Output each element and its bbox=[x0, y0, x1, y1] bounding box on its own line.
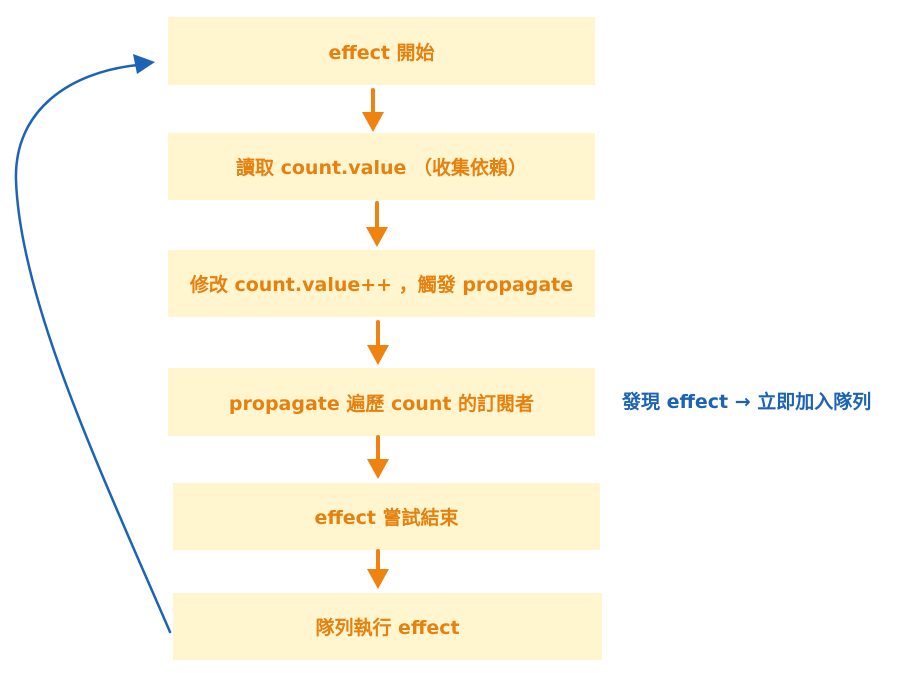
arrow-down-4 bbox=[367, 435, 389, 479]
step-label: effect 嘗試結束 bbox=[314, 507, 459, 529]
arrow-down-5 bbox=[367, 549, 389, 589]
arrow-down-3 bbox=[367, 320, 389, 365]
step-label: 修改 count.value++ ，觸發 propagate bbox=[189, 274, 574, 296]
step-label: propagate 遍歷 count 的訂閱者 bbox=[228, 392, 535, 415]
step-modify-value: 修改 count.value++ ，觸發 propagate bbox=[168, 250, 595, 317]
step-effect-try-end: effect 嘗試結束 bbox=[173, 483, 600, 550]
arrow-down-1 bbox=[362, 88, 384, 132]
step-label: 讀取 count.value （收集依賴） bbox=[235, 157, 528, 179]
step-effect-start: effect 開始 bbox=[168, 17, 595, 85]
side-note: 發現 effect → 立即加入隊列 bbox=[622, 387, 871, 414]
step-read-value: 讀取 count.value （收集依賴） bbox=[168, 133, 595, 200]
arrow-down-2 bbox=[366, 201, 388, 247]
step-label: 隊列執行 effect bbox=[315, 617, 460, 639]
side-note-text: 發現 effect → 立即加入隊列 bbox=[622, 391, 872, 413]
step-propagate-subscribers: propagate 遍歷 count 的訂閱者 bbox=[168, 368, 595, 436]
step-queue-run-effect: 隊列執行 effect bbox=[173, 593, 602, 660]
step-label: effect 開始 bbox=[328, 41, 435, 64]
loop-back-arrow bbox=[14, 54, 172, 634]
